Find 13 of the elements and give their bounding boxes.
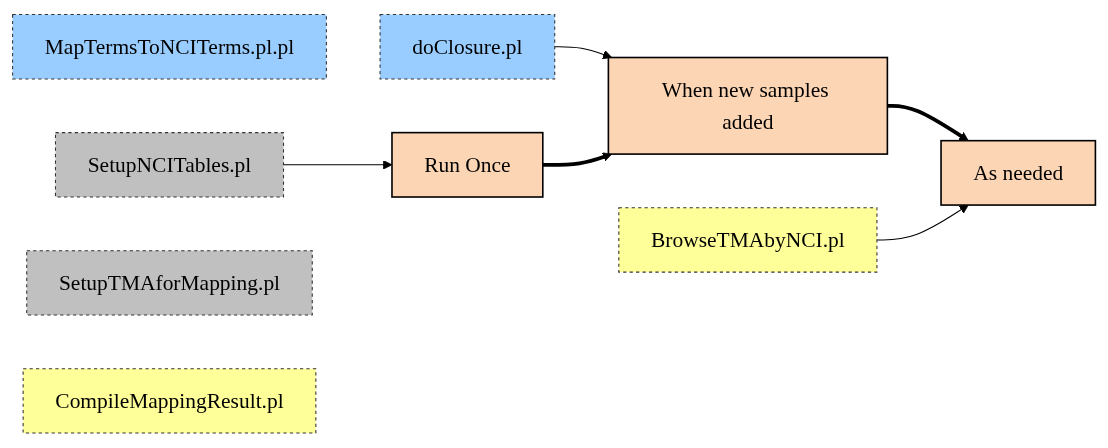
node-box: CompileMappingResult.pl: [22, 368, 317, 434]
node-box: SetupTMAforMapping.pl: [26, 250, 313, 316]
node-box: As needed: [940, 140, 1097, 206]
arrow: [554, 46, 613, 60]
node-box: doClosure.pl: [379, 14, 556, 80]
arrow: [542, 152, 613, 167]
node-box: MapTermsToNCITerms.pl.pl: [12, 14, 327, 80]
node-box: Run Once: [391, 131, 544, 198]
node-box: BrowseTMAbyNCI.pl: [618, 207, 878, 273]
node-box: SetupNCITables.pl: [54, 132, 285, 198]
arrow: [876, 204, 969, 241]
arrow: [887, 104, 969, 142]
node-box: When new samples added: [607, 56, 889, 156]
